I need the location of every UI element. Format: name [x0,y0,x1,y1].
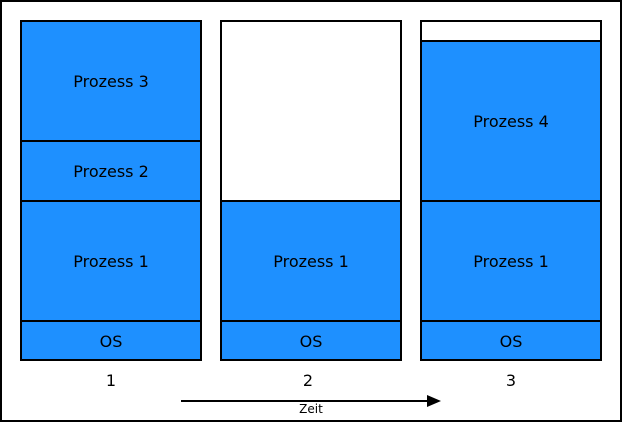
column-number: 1 [106,371,116,390]
block-prozess-3 [20,20,202,142]
time-arrow: Zeit [181,395,441,416]
column-1: Prozess 3 Prozess 2 Prozess 1 OS 1 [20,20,202,390]
block-label: Prozess 1 [73,252,149,271]
block-label: OS [500,332,523,351]
time-axis-label: Zeit [299,402,323,416]
block-prozess-1 [220,200,402,322]
block-prozess-1 [20,200,202,322]
block-free-space [220,20,402,202]
block-label: Prozess 1 [273,252,349,271]
block-os [220,320,402,361]
arrow-head-icon [427,395,441,407]
column-number: 3 [506,371,516,390]
column-number: 2 [303,371,313,390]
block-label: OS [300,332,323,351]
block-free-space [420,20,602,42]
block-label: OS [100,332,123,351]
block-os [420,320,602,361]
column-3: Prozess 4 Prozess 1 OS 3 [420,20,602,390]
block-os [20,320,202,361]
block-label: Prozess 3 [73,72,149,91]
column-2: Prozess 1 OS 2 [220,20,402,390]
block-label: Prozess 2 [73,162,149,181]
block-label: Prozess 4 [473,112,549,131]
block-label: Prozess 1 [473,252,549,271]
block-prozess-4 [420,40,602,202]
